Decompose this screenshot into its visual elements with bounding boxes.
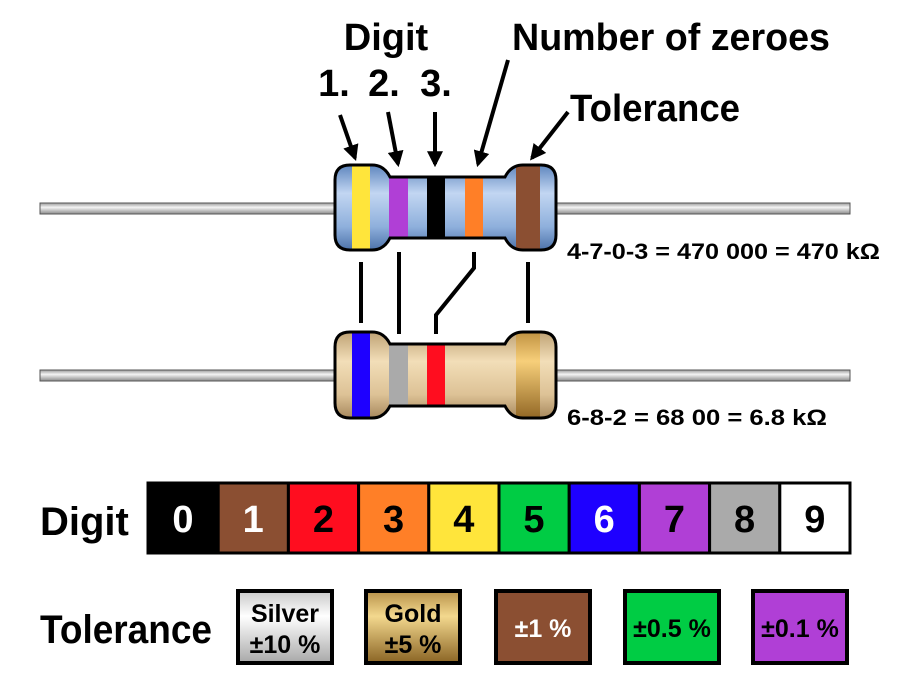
digit-cell-4 xyxy=(427,481,501,555)
band-red xyxy=(427,332,445,418)
resistor-1 xyxy=(333,163,558,252)
number-of-zeroes-heading: Number of zeroes xyxy=(512,17,830,59)
digit-value: 5 xyxy=(523,499,544,541)
digit-value: 9 xyxy=(804,499,825,541)
arrow-tolerance xyxy=(530,110,570,161)
digit-value: 2 xyxy=(313,499,334,541)
band-gray xyxy=(389,332,408,418)
tolerance-name: Gold xyxy=(385,600,442,628)
digit-color-table: 0 1 2 3 4 5 6 7 8 9 xyxy=(146,481,852,555)
digit-value: 1 xyxy=(243,499,264,541)
digit-value: 4 xyxy=(453,499,474,541)
band-blue xyxy=(352,332,370,418)
digit-value: 3 xyxy=(383,499,404,541)
digit-cell-7 xyxy=(637,481,712,555)
digit-value: 7 xyxy=(664,499,685,541)
tolerance-name: Silver xyxy=(251,600,319,628)
digit-cell-3 xyxy=(357,481,431,555)
tolerance-box-3 xyxy=(623,589,721,665)
tolerance-value: ±1 % xyxy=(515,615,572,643)
band-brown xyxy=(516,165,540,250)
band-yellow xyxy=(352,165,370,250)
pointer-arrows xyxy=(338,59,570,168)
tolerance-box-2 xyxy=(494,589,592,665)
band-orange xyxy=(465,165,483,250)
example-1-value: 4-7-0-3 = 470 000 = 470 kΩ xyxy=(567,239,880,264)
digit-row-label: Digit xyxy=(40,500,129,544)
example-2-value: 6-8-2 = 68 00 = 6.8 kΩ xyxy=(567,405,827,430)
digit-cell-2 xyxy=(286,481,361,555)
band-gold xyxy=(516,332,540,418)
digit-heading: Digit xyxy=(344,17,429,59)
band-violet xyxy=(389,165,408,250)
digit-value: 8 xyxy=(734,499,755,541)
arrow-zeroes xyxy=(473,59,510,168)
digit-value: 6 xyxy=(594,499,615,541)
tolerance-color-table: Silver ±10 % Gold ±5 % ±1 % ±0.5 % ±0.1 % xyxy=(236,589,849,665)
tolerance-row-label: Tolerance xyxy=(40,608,212,652)
band-connectors xyxy=(359,252,530,334)
digit-cell-8 xyxy=(708,481,782,555)
tolerance-heading: Tolerance xyxy=(570,88,740,130)
digit-cell-9 xyxy=(778,481,852,555)
arrow-digit-1 xyxy=(338,114,359,162)
tolerance-value: ±0.5 % xyxy=(633,615,711,643)
band-black xyxy=(427,165,445,250)
digit-3-label: 3. xyxy=(420,63,452,105)
tolerance-value: ±5 % xyxy=(385,631,442,659)
resistor-2 xyxy=(333,330,558,420)
tolerance-value: ±10 % xyxy=(250,631,321,659)
digit-cell-0 xyxy=(146,481,220,555)
digit-cell-5 xyxy=(497,481,571,555)
digit-cell-1 xyxy=(216,481,290,555)
digit-1-label: 1. xyxy=(318,63,350,105)
digit-2-label: 2. xyxy=(368,63,400,105)
arrow-digit-2 xyxy=(386,111,404,168)
digit-value: 0 xyxy=(172,499,193,541)
tolerance-box-1 xyxy=(364,589,462,665)
tolerance-value: ±0.1 % xyxy=(761,615,839,643)
tolerance-box-4 xyxy=(751,589,849,665)
tolerance-box-0 xyxy=(236,589,334,665)
